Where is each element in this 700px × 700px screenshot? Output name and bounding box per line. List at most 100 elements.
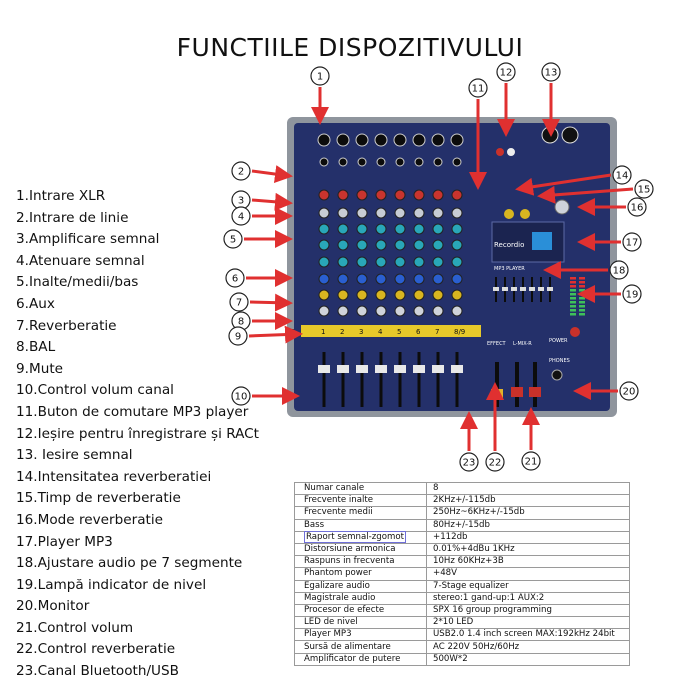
eq-slider-cap bbox=[502, 287, 508, 291]
callout-number: 7 bbox=[236, 298, 242, 309]
spec-key: Numar canale bbox=[294, 481, 427, 496]
spec-key-text: Distorsiune armonica bbox=[304, 544, 396, 555]
callout-number: 12 bbox=[500, 68, 513, 79]
spec-key-text: Sursă de alimentare bbox=[304, 641, 391, 652]
callout-number: 6 bbox=[232, 274, 238, 285]
spec-key: Bass bbox=[294, 518, 427, 532]
callout-circle bbox=[627, 197, 647, 217]
fader-track bbox=[322, 352, 326, 407]
channel-number: 6 bbox=[416, 328, 421, 336]
channel-knob bbox=[356, 256, 368, 268]
channel-knob bbox=[318, 256, 330, 268]
callout-arrow bbox=[251, 192, 293, 211]
spec-value: stereo:1 gand-up:1 AUX:2 bbox=[426, 591, 630, 605]
meter-led bbox=[570, 313, 576, 316]
channel-number: 7 bbox=[435, 328, 439, 336]
rca-jack bbox=[496, 148, 504, 156]
xlr-input-jack bbox=[336, 133, 350, 147]
eq-slider-cap bbox=[511, 287, 517, 291]
callout-circle bbox=[231, 206, 251, 226]
meter-led bbox=[579, 305, 585, 308]
spec-row: Raport semnal-zgomot+112db bbox=[294, 530, 630, 544]
spec-key: Player MP3 bbox=[294, 628, 427, 642]
meter-led bbox=[570, 301, 576, 304]
channel-knob bbox=[375, 256, 387, 268]
fader-cap bbox=[375, 365, 387, 373]
spec-value: AC 220V 50Hz/60Hz bbox=[426, 640, 630, 654]
callout-arrow bbox=[249, 293, 293, 312]
channel-knob bbox=[337, 256, 349, 268]
legend-item: 20.Monitor bbox=[16, 598, 90, 615]
channel-knob bbox=[375, 189, 387, 201]
legend-item: 18.Ajustare audio pe 7 segmente bbox=[16, 555, 243, 572]
channel-knob bbox=[451, 305, 463, 317]
channel-knob bbox=[432, 256, 444, 268]
eq-slider-cap bbox=[538, 287, 544, 291]
callout-number: 19 bbox=[626, 290, 639, 301]
spec-key-text: Frecvente medii bbox=[304, 507, 373, 518]
channel-knob bbox=[451, 273, 463, 285]
channel-knob bbox=[394, 189, 406, 201]
spec-key-text: LED de nivel bbox=[304, 617, 358, 628]
fader-cap bbox=[318, 365, 330, 373]
meter-led bbox=[570, 309, 576, 312]
callout-circle bbox=[609, 260, 629, 280]
channel-knob bbox=[318, 223, 330, 235]
fader-track bbox=[455, 352, 459, 407]
callout-circle bbox=[223, 229, 243, 249]
channel-knob bbox=[318, 189, 330, 201]
spec-key: Magistrale audio bbox=[294, 591, 427, 605]
master-fader-track bbox=[533, 362, 537, 407]
spec-key: Amplificator de putere bbox=[294, 652, 427, 666]
spec-value: SPX 16 group programming bbox=[426, 603, 630, 618]
spec-value: +48V bbox=[426, 567, 630, 581]
mode-label: Recordio bbox=[494, 241, 524, 249]
fader-cap bbox=[356, 365, 368, 373]
legend-item: 4.Atenuare semnal bbox=[16, 252, 145, 269]
spec-row: Phantom power+48V bbox=[294, 567, 630, 581]
callout-number: 21 bbox=[525, 457, 538, 468]
fader-cap bbox=[394, 365, 406, 373]
spec-value: 80Hz+/-15db bbox=[426, 518, 630, 532]
meter-led bbox=[579, 277, 585, 280]
line-input-jack bbox=[433, 157, 443, 167]
channel-number: 8/9 bbox=[454, 328, 465, 336]
channel-knob bbox=[394, 256, 406, 268]
legend-item: 3.Amplificare semnal bbox=[16, 231, 160, 248]
legend-item: 2.Intrare de linie bbox=[16, 209, 129, 226]
channel-knob bbox=[432, 189, 444, 201]
channel-knob bbox=[413, 189, 425, 201]
channel-knob bbox=[394, 305, 406, 317]
callout-arrow bbox=[251, 165, 293, 183]
xlr-input-jack bbox=[355, 133, 369, 147]
callout-number: 22 bbox=[489, 458, 502, 469]
monitor-knob bbox=[570, 327, 580, 337]
spec-key: Raspuns in frecventa bbox=[294, 555, 427, 569]
channel-knob bbox=[337, 289, 349, 301]
line-input-jack bbox=[338, 157, 348, 167]
callout-number: 15 bbox=[638, 185, 651, 196]
channel-knob bbox=[356, 289, 368, 301]
channel-knob bbox=[337, 223, 349, 235]
callout-number: 9 bbox=[235, 332, 241, 343]
channel-knob bbox=[337, 239, 349, 251]
channel-number: 2 bbox=[340, 328, 344, 336]
callout-circle bbox=[619, 381, 639, 401]
channel-number: 1 bbox=[321, 328, 325, 336]
channel-knob bbox=[375, 305, 387, 317]
callout-number: 23 bbox=[463, 458, 476, 469]
channel-number: 5 bbox=[397, 328, 401, 336]
callout-number: 16 bbox=[631, 203, 644, 214]
callout-circle bbox=[231, 386, 251, 406]
callout-circle bbox=[622, 232, 642, 252]
legend-item: 11.Buton de comutare MP3 player bbox=[16, 403, 249, 420]
